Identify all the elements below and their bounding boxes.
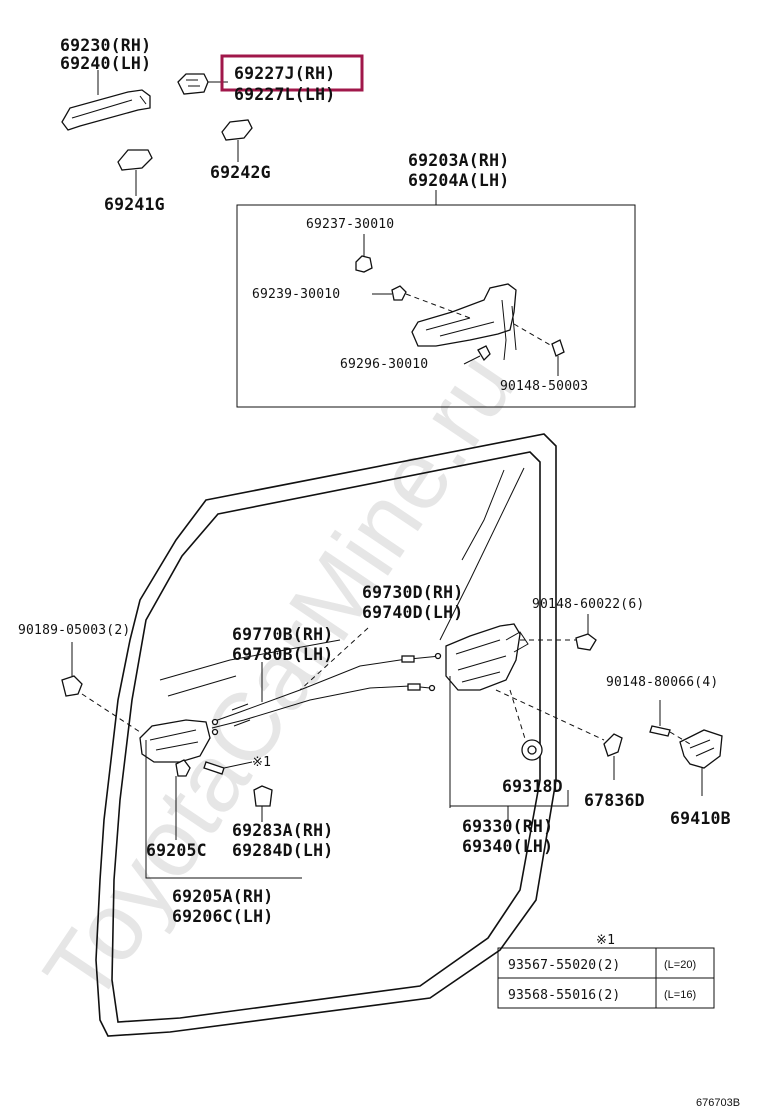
callout-69284d: 69284D(LH) [232, 841, 333, 860]
highlight-box [220, 54, 364, 92]
callout-69740d: 69740D(LH) [362, 603, 463, 622]
callout-69770b: 69770B(RH) [232, 625, 333, 644]
frame-pad-part[interactable] [391, 285, 407, 301]
striker-cushion-part[interactable] [603, 733, 623, 757]
bezel-screw-part[interactable] [203, 761, 225, 775]
striker-screw-part[interactable] [649, 725, 671, 737]
note-row-1-length: (L=20) [664, 959, 696, 971]
door-outline [95, 433, 557, 1037]
callout-mark-1: ※1 [252, 755, 271, 770]
callout-69241g: 69241G [104, 195, 165, 214]
callout-69330: 69330(RH) [462, 817, 553, 836]
frame-grommet-part[interactable] [477, 345, 491, 362]
callout-69730d: 69730D(RH) [362, 583, 463, 602]
callout-69242g: 69242G [210, 163, 271, 182]
frame-screw-part[interactable] [551, 339, 565, 357]
door-lock-assembly-part[interactable] [445, 623, 529, 691]
outside-handle-part[interactable] [61, 89, 151, 131]
callout-69410b: 69410B [670, 809, 731, 828]
handle-frame-part[interactable] [411, 283, 517, 361]
door-striker-part[interactable] [679, 729, 723, 769]
callout-69203a: 69203A(RH) [408, 151, 509, 170]
note-row-1-part: 93567-55020(2) [508, 958, 620, 973]
callout-90189: 90189-05003(2) [18, 623, 130, 638]
callout-67836d: 67836D [584, 791, 645, 810]
callout-69204a: 69204A(LH) [408, 171, 509, 190]
door-clip-part[interactable] [61, 675, 83, 697]
handle-pad-front-part[interactable] [117, 149, 153, 171]
callout-69230: 69230(RH) [60, 36, 151, 55]
callout-69780b: 69780B(LH) [232, 645, 333, 664]
door-cables-part[interactable] [211, 652, 442, 736]
lock-grommet-part[interactable] [521, 739, 543, 761]
callout-69205a: 69205A(RH) [172, 887, 273, 906]
note-row-2-part: 93568-55016(2) [508, 988, 620, 1003]
lock-screw-part[interactable] [575, 633, 597, 651]
callout-69240: 69240(LH) [60, 54, 151, 73]
callout-69283a: 69283A(RH) [232, 821, 333, 840]
note-row-2-length: (L=16) [664, 989, 696, 1001]
callout-69206c: 69206C(LH) [172, 907, 273, 926]
callout-69296: 69296-30010 [340, 357, 428, 372]
callout-69318d: 69318D [502, 777, 563, 796]
callout-69227j: 69227J(RH) [234, 64, 335, 83]
note-table-mark: ※1 [596, 933, 615, 948]
hole-plug-part[interactable] [253, 785, 273, 807]
handle-bezel-part[interactable] [175, 759, 191, 777]
note-table: ※1 93567-55020(2) (L=20) 93568-55016(2) … [497, 933, 715, 1009]
callout-69205c: 69205C [146, 841, 207, 860]
inside-handle-part[interactable] [139, 719, 211, 763]
callout-69239: 69239-30010 [252, 287, 340, 302]
callout-90148-80066: 90148-80066(4) [606, 675, 718, 690]
handle-pad-rear-part[interactable] [221, 119, 253, 141]
callout-69237: 69237-30010 [306, 217, 394, 232]
callout-69227l: 69227L(LH) [234, 85, 335, 104]
callout-90148-50003: 90148-50003 [500, 379, 588, 394]
callout-90148-60022: 90148-60022(6) [532, 597, 644, 612]
handle-cap-part[interactable] [177, 73, 209, 95]
figure-id: 676703B [696, 1097, 740, 1109]
callout-69340: 69340(LH) [462, 837, 553, 856]
frame-clip-part[interactable] [355, 255, 373, 273]
